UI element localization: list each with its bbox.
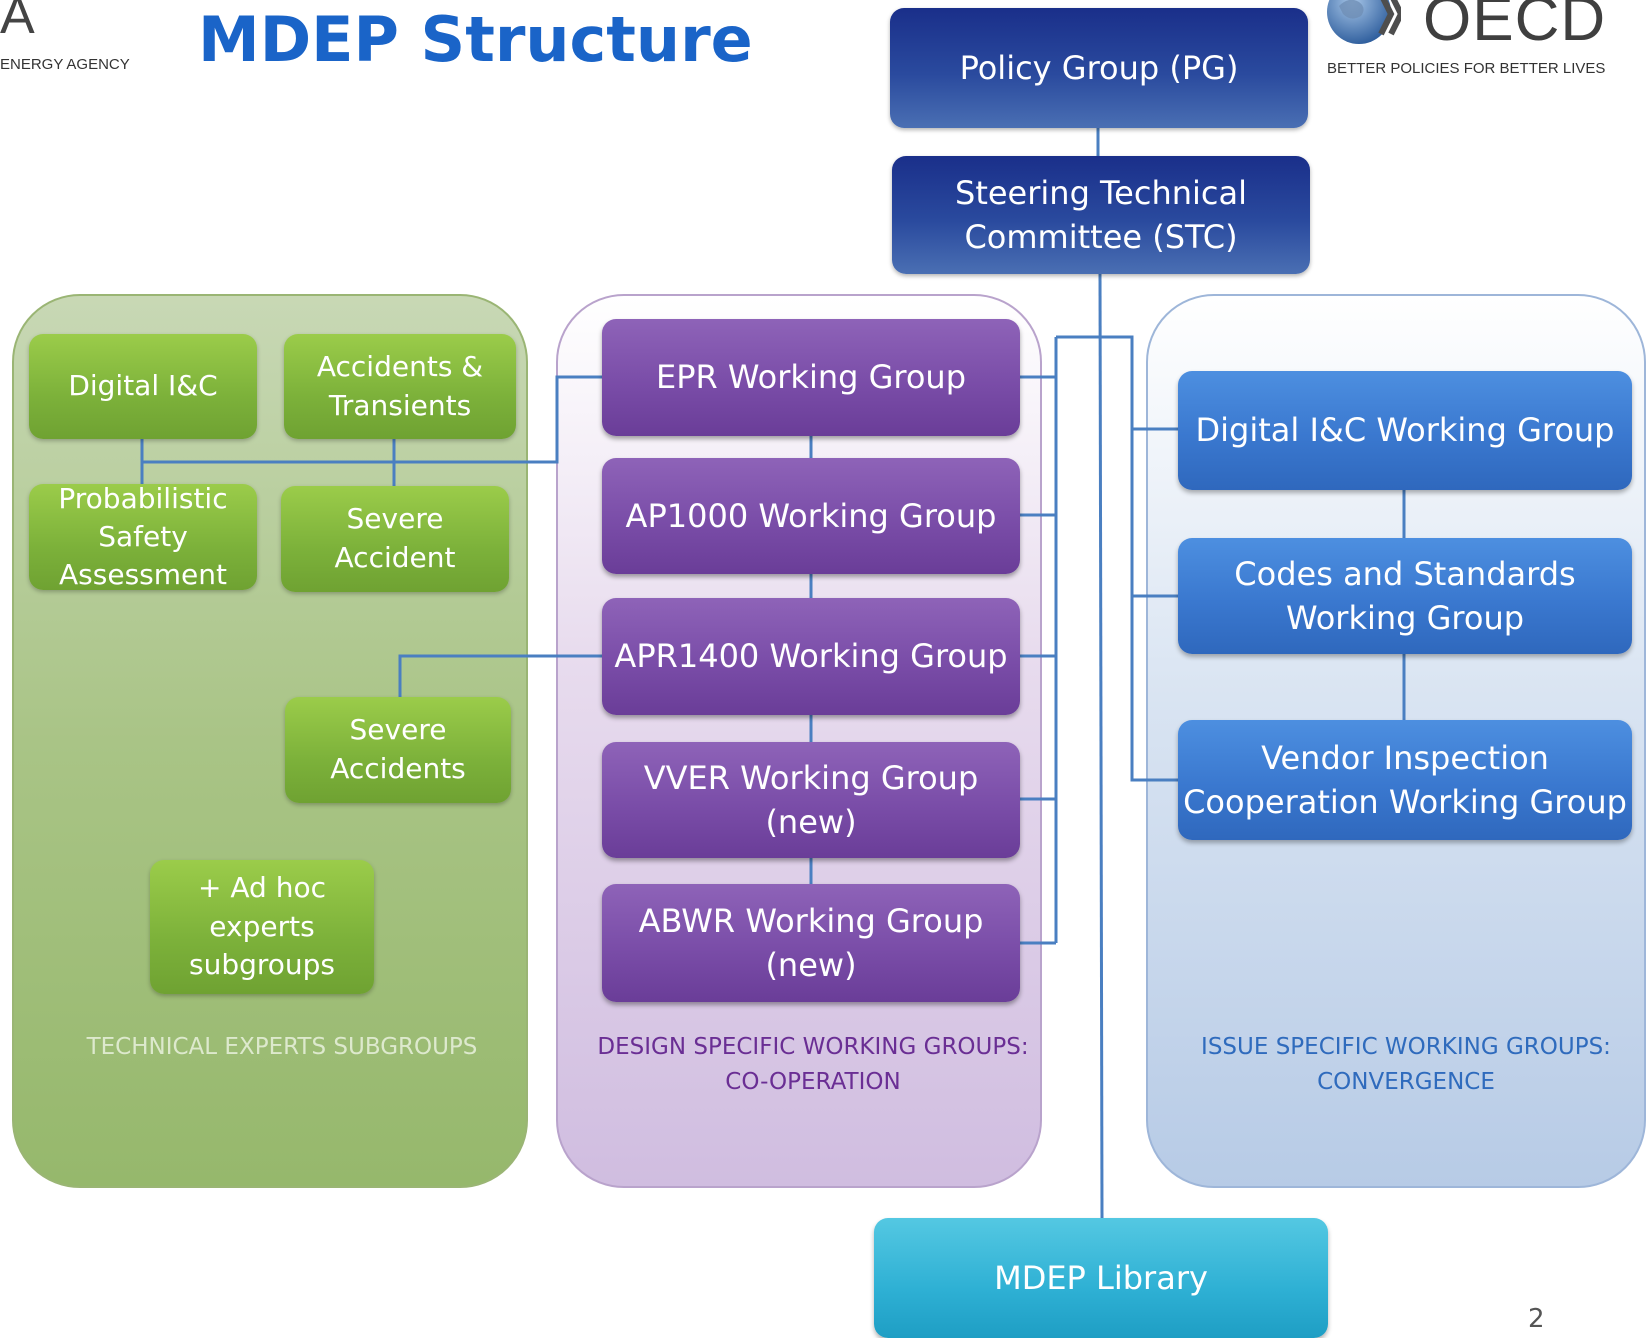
- digital-ic-wg-label: Digital I&C Working Group: [1195, 411, 1615, 450]
- issue-caption-line2: CONVERGENCE: [1317, 1068, 1495, 1095]
- vver-label-line2: (new): [765, 803, 857, 841]
- mdep-library-label: MDEP Library: [994, 1258, 1208, 1297]
- mdep-library-box[interactable]: MDEP Library: [874, 1218, 1328, 1338]
- adhoc-label-line3: subgroups: [188, 948, 335, 982]
- abwr-label-line2: (new): [765, 946, 857, 984]
- severe-accidents-label-line2: Accidents: [330, 752, 466, 785]
- vendor-inspection-working-group-box[interactable]: Vendor Inspection Cooperation Working Gr…: [1178, 720, 1632, 840]
- psa-label-line1: Probabilistic: [58, 481, 228, 515]
- design-caption-line2: CO-OPERATION: [725, 1068, 901, 1095]
- severe-accidents-label-line1: Severe: [349, 713, 447, 747]
- policy-group-label: Policy Group (PG): [959, 48, 1239, 87]
- nea-logo-caption: ENERGY AGENCY: [0, 56, 130, 73]
- vendor-label-line1: Vendor Inspection: [1261, 738, 1549, 777]
- accidents-transients-box[interactable]: Accidents & Transients: [284, 334, 516, 439]
- probabilistic-safety-assessment-box[interactable]: Probabilistic Safety Assessment: [29, 482, 257, 591]
- steering-technical-committee-box[interactable]: Steering Technical Committee (STC): [892, 156, 1310, 274]
- accidents-label-line1: Accidents &: [316, 349, 484, 383]
- psa-label-line2: Safety: [98, 519, 188, 553]
- apr1400-label: APR1400 Working Group: [614, 637, 1008, 676]
- issue-groups-caption: ISSUE SPECIFIC WORKING GROUPS: CONVERGEN…: [1146, 1030, 1647, 1099]
- oecd-logo-word: OECD: [1423, 0, 1607, 54]
- technical-subgroups-caption: TECHNICAL EXPERTS SUBGROUPS: [86, 1034, 478, 1060]
- connector-stc-library: [1098, 272, 1104, 1221]
- ap1000-working-group-box[interactable]: AP1000 Working Group: [602, 458, 1020, 574]
- connector-right-bracket: [1056, 335, 1134, 782]
- abwr-working-group-box[interactable]: ABWR Working Group (new): [602, 884, 1020, 1002]
- vver-label-line1: VVER Working Group: [643, 758, 979, 797]
- apr1400-working-group-box[interactable]: APR1400 Working Group: [602, 598, 1020, 715]
- design-caption-line1: DESIGN SPECIFIC WORKING GROUPS:: [597, 1034, 1029, 1060]
- abwr-label-line1: ABWR Working Group: [638, 901, 984, 940]
- digital-ic-subgroup-box[interactable]: Digital I&C: [29, 334, 257, 439]
- stc-label-line1: Steering Technical: [955, 173, 1247, 212]
- ap1000-label: AP1000 Working Group: [625, 496, 997, 535]
- epr-working-group-box[interactable]: EPR Working Group: [602, 319, 1020, 436]
- digital-ic-working-group-box[interactable]: Digital I&C Working Group: [1178, 371, 1632, 490]
- adhoc-label-line2: experts: [209, 909, 315, 943]
- codes-label-line2: Working Group: [1285, 599, 1525, 637]
- oecd-logo-tagline: BETTER POLICIES FOR BETTER LIVES: [1327, 60, 1606, 77]
- epr-label: EPR Working Group: [655, 358, 967, 397]
- page-number: 2: [1528, 1304, 1545, 1334]
- policy-group-box[interactable]: Policy Group (PG): [890, 8, 1308, 128]
- adhoc-label-line1: + Ad hoc: [198, 871, 326, 905]
- vver-working-group-box[interactable]: VVER Working Group (new): [602, 742, 1020, 858]
- accidents-label-line2: Transients: [328, 388, 472, 422]
- severe-accident-label-line2: Accident: [334, 541, 456, 574]
- design-groups-panel: [556, 294, 1042, 1188]
- stc-label-line2: Committee (STC): [964, 218, 1238, 256]
- codes-standards-working-group-box[interactable]: Codes and Standards Working Group: [1178, 538, 1632, 654]
- severe-accident-box[interactable]: Severe Accident: [281, 486, 509, 592]
- codes-label-line1: Codes and Standards: [1234, 554, 1576, 593]
- psa-label-line3: Assessment: [59, 558, 227, 592]
- adhoc-experts-subgroups-box[interactable]: + Ad hoc experts subgroups: [150, 860, 374, 994]
- vendor-label-line2: Cooperation Working Group: [1183, 783, 1627, 821]
- page-title: MDEP Structure: [198, 3, 753, 76]
- design-groups-caption: DESIGN SPECIFIC WORKING GROUPS: CO-OPERA…: [556, 1030, 1070, 1099]
- nea-logo-letter: A: [0, 0, 35, 45]
- digital-ic-subgroup-label: Digital I&C: [68, 369, 218, 403]
- severe-accidents-box[interactable]: Severe Accidents: [285, 697, 511, 803]
- severe-accident-label-line1: Severe: [346, 502, 444, 536]
- issue-caption-line1: ISSUE SPECIFIC WORKING GROUPS:: [1201, 1034, 1611, 1060]
